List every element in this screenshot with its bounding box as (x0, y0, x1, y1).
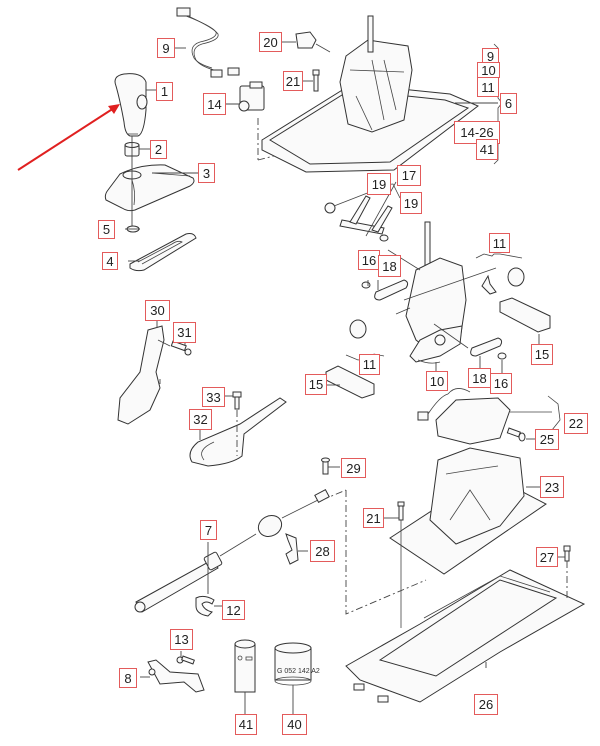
part-21-bolt-top (312, 69, 320, 92)
part-18-guide-right (470, 337, 507, 360)
callout-label-25[interactable]: 25 (535, 429, 559, 450)
callout-label-11-stack[interactable]: 11 (477, 77, 499, 97)
dashed-guide-line (345, 490, 427, 615)
part-7-shift-cable (134, 488, 330, 613)
part-40-filter-can (274, 642, 312, 686)
callout-label-11-right[interactable]: 11 (489, 233, 510, 253)
part-11-bushing-left (349, 319, 367, 339)
callout-label-22[interactable]: 22 (564, 413, 588, 434)
callout-label-2[interactable]: 2 (150, 140, 167, 159)
part-40-code-text: G 052 142 A2 (277, 668, 320, 675)
part-13-bolt (176, 655, 195, 665)
callout-label-14-26[interactable]: 14-26 (454, 121, 500, 144)
part-32-mount (189, 397, 287, 467)
part-3-cover (104, 164, 195, 212)
callout-label-21-lower[interactable]: 21 (363, 508, 384, 528)
part-10-selector-mechanism (387, 221, 497, 364)
callout-label-41-stack[interactable]: 41 (476, 139, 498, 160)
part-29-pin (321, 457, 330, 475)
callout-label-41-bottle[interactable]: 41 (235, 714, 257, 735)
callout-label-18-left[interactable]: 18 (378, 255, 401, 277)
callout-label-12[interactable]: 12 (222, 600, 245, 620)
part-9-wiring-harness (176, 7, 240, 78)
callout-label-40[interactable]: 40 (282, 714, 307, 735)
callout-label-3[interactable]: 3 (198, 163, 215, 183)
part-23-lower-housing (389, 447, 547, 575)
callout-label-30[interactable]: 30 (145, 300, 170, 321)
callout-label-14[interactable]: 14 (203, 93, 226, 115)
callout-label-28[interactable]: 28 (310, 540, 335, 562)
callout-label-26[interactable]: 26 (474, 694, 498, 715)
callout-label-23[interactable]: 23 (540, 476, 564, 498)
callout-label-16-right[interactable]: 16 (490, 373, 512, 394)
part-41-fluid-bottle (234, 639, 256, 693)
callout-label-18-right[interactable]: 18 (468, 368, 491, 388)
callout-label-19-left[interactable]: 19 (367, 173, 391, 195)
part-15-block-right (499, 297, 551, 333)
callout-label-15-right[interactable]: 15 (531, 344, 553, 365)
callout-label-10-stack[interactable]: 10 (477, 62, 500, 78)
callout-label-15-left[interactable]: 15 (305, 374, 327, 395)
callout-label-33[interactable]: 33 (202, 387, 225, 407)
part-22-selector-gate (417, 388, 561, 445)
part-11-bushing-right (507, 267, 525, 287)
callout-label-1[interactable]: 1 (156, 82, 173, 101)
part-6-selector-housing (261, 15, 498, 173)
part-18-guide-left (361, 279, 409, 301)
callout-label-8[interactable]: 8 (119, 668, 137, 688)
part-14-solenoid (238, 81, 265, 112)
part-26-base-tray (345, 569, 586, 703)
callout-label-13[interactable]: 13 (170, 629, 193, 650)
part-21-bolt-lower (397, 501, 405, 521)
part-20-switch (295, 31, 331, 53)
highlight-arrow (17, 104, 120, 171)
callout-label-7[interactable]: 7 (200, 520, 217, 540)
part-30-bracket (117, 325, 171, 425)
part-8-bracket (147, 659, 205, 693)
part-31-bolt (170, 340, 192, 356)
callout-label-27[interactable]: 27 (536, 547, 558, 567)
callout-label-5[interactable]: 5 (98, 220, 115, 239)
callout-label-9-harness[interactable]: 9 (157, 38, 175, 58)
callout-label-16-left[interactable]: 16 (358, 250, 380, 270)
callout-label-6[interactable]: 6 (500, 93, 517, 114)
callout-label-17[interactable]: 17 (397, 165, 421, 186)
part-1-selector-knob (114, 73, 148, 137)
callout-label-21-top[interactable]: 21 (283, 71, 303, 91)
callout-label-31[interactable]: 31 (173, 322, 196, 343)
callout-label-4[interactable]: 4 (102, 252, 118, 270)
part-28-clip (285, 533, 299, 565)
part-25-screw (506, 427, 526, 442)
part-33-bolt (232, 391, 242, 456)
part-11-clip (481, 274, 497, 295)
callout-label-20[interactable]: 20 (259, 32, 282, 52)
part-4-slide-plate (129, 233, 197, 272)
callout-label-29[interactable]: 29 (341, 458, 366, 478)
part-27-bolt (563, 545, 571, 600)
callout-label-19-right[interactable]: 19 (400, 192, 422, 214)
part-17-lever-assembly (324, 181, 401, 242)
part-12-circlip (195, 595, 215, 617)
callout-label-10-mechanism[interactable]: 10 (426, 371, 448, 391)
callout-label-32[interactable]: 32 (189, 409, 212, 430)
callout-label-11-left[interactable]: 11 (359, 354, 380, 375)
